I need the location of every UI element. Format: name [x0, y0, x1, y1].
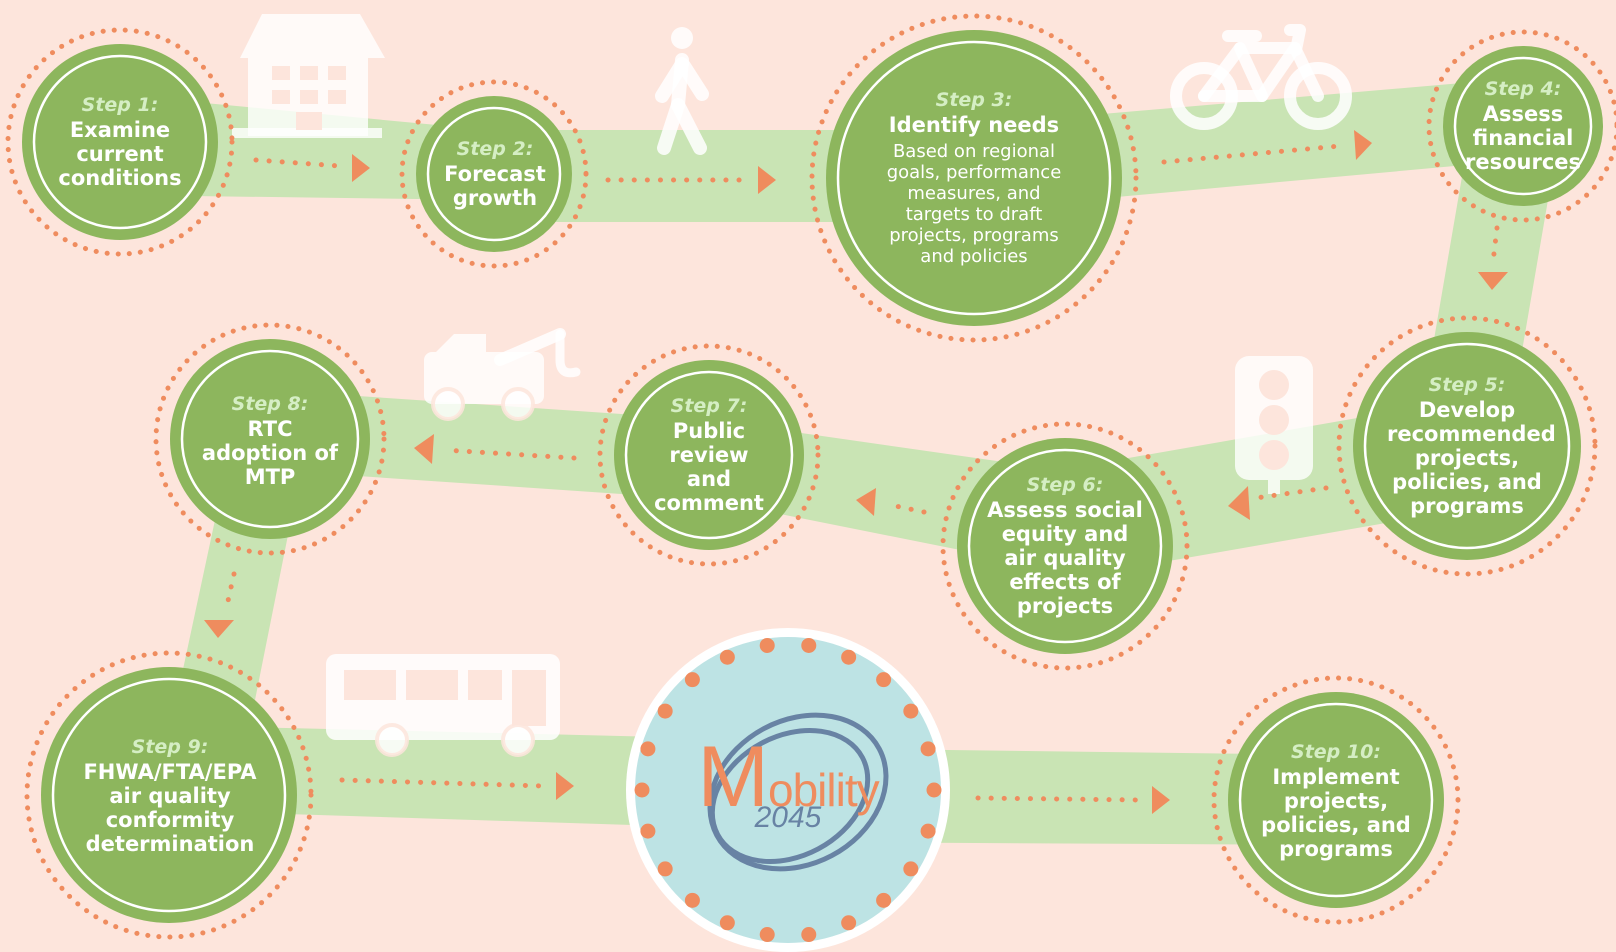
logo-dot: [926, 782, 942, 798]
logo-dot: [657, 861, 673, 877]
dotted-ring: [1336, 315, 1598, 577]
step-disc: [1443, 46, 1603, 206]
step-circle-9: [24, 650, 314, 940]
inner-ring: [51, 677, 287, 913]
step-circle-4: [1426, 29, 1616, 223]
building-icon: [232, 14, 385, 138]
logo-dot: [657, 703, 673, 719]
mobility-2045-logo: [626, 628, 950, 952]
logo-dot: [876, 892, 892, 908]
logo-year: 2045: [754, 801, 822, 834]
step-disc: [957, 438, 1173, 654]
step-disc: [416, 96, 572, 252]
flow-arrows: [204, 130, 1508, 814]
step-disc: [22, 44, 218, 240]
step-circles: [5, 13, 1616, 940]
dotted-ring: [1211, 675, 1461, 925]
logo-word: Mobility: [697, 729, 879, 825]
inner-ring: [624, 370, 794, 540]
dotted-ring: [24, 650, 314, 940]
bicycle-icon: [1170, 24, 1352, 130]
logo-dot: [634, 782, 650, 798]
logo-dot: [801, 637, 817, 653]
logo-dot: [920, 823, 936, 839]
step-disc: [1353, 332, 1581, 560]
arrow-logo-step10: [975, 786, 1170, 814]
dotted-ring: [940, 421, 1190, 671]
step-circle-6: [940, 421, 1190, 671]
arrow-step9-logo: [339, 772, 574, 800]
inner-ring: [32, 54, 208, 230]
inner-ring: [180, 349, 360, 529]
arrow-step2-step3: [605, 166, 776, 194]
logo-dot: [759, 637, 775, 653]
step-disc: [1228, 692, 1444, 908]
logo-dot: [719, 649, 735, 665]
arrow-step7-step8: [414, 434, 577, 464]
logo-dot: [920, 741, 936, 757]
step-circle-7: [597, 343, 821, 567]
inner-ring: [1453, 56, 1593, 196]
pedestrian-icon: [655, 27, 709, 155]
logo-dot: [759, 927, 775, 943]
arrow-step8-step9: [204, 571, 237, 638]
step-disc: [170, 339, 370, 539]
step-circle-2: [399, 79, 589, 269]
logo-dot: [841, 649, 857, 665]
dotted-ring: [597, 343, 821, 567]
dotted-ring: [399, 79, 589, 269]
dotted-ring: [153, 322, 387, 556]
arrow-step5-step6: [1228, 485, 1329, 520]
step-circle-3: [809, 13, 1139, 343]
step-disc: [826, 30, 1122, 326]
step-circle-5: [1336, 315, 1598, 577]
logo-dot: [684, 892, 700, 908]
logo-dot: [876, 672, 892, 688]
logo-dot: [684, 672, 700, 688]
logo-dot: [640, 823, 656, 839]
step-circle-8: [153, 322, 387, 556]
arrow-step1-step2: [253, 154, 370, 182]
logo-orbit-rings: [707, 712, 889, 872]
logo-dot: [841, 915, 857, 931]
logo-dot-ring: [634, 637, 942, 943]
dotted-ring: [809, 13, 1139, 343]
step-circle-10: [1211, 675, 1461, 925]
arrow-step4-step5: [1478, 225, 1508, 290]
logo-dot: [801, 927, 817, 943]
logo-dot: [719, 915, 735, 931]
step-disc: [614, 360, 804, 550]
dotted-ring: [5, 27, 235, 257]
tow-truck-icon: [424, 328, 581, 421]
logo-dot: [903, 861, 919, 877]
inner-ring: [836, 40, 1112, 316]
logo-dot: [640, 741, 656, 757]
arrow-step6-step7: [856, 488, 927, 516]
step-disc: [41, 667, 297, 923]
inner-ring: [426, 106, 562, 242]
arrow-step3-step4: [1161, 130, 1372, 165]
inner-ring: [967, 448, 1163, 644]
bus-icon: [326, 654, 560, 757]
logo-wordmark: Mobility 2045: [668, 710, 908, 860]
dotted-ring: [1426, 29, 1616, 223]
step-circle-1: [5, 27, 235, 257]
inner-ring: [1363, 342, 1571, 550]
logo-dot: [903, 703, 919, 719]
inner-ring: [1238, 702, 1434, 898]
traffic-light-icon: [1235, 356, 1313, 494]
